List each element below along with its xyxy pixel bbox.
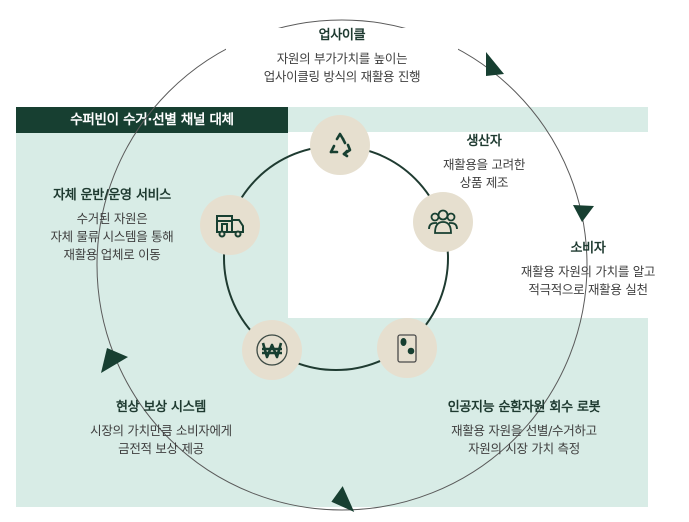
node-producer-icon-bg (413, 192, 473, 252)
node-title: 인공지능 순환자원 회수 로봇 (447, 400, 601, 415)
node-title: 현상 보상 시스템 (115, 400, 207, 415)
recycle-icon (329, 132, 352, 158)
phone-icon (397, 334, 417, 363)
people-icon (428, 209, 458, 234)
node-title: 생산자 (466, 134, 502, 149)
truck-icon (216, 215, 244, 238)
node-ai-robot-icon-bg (377, 318, 437, 378)
outer-cycle-circle (96, 19, 588, 511)
arrow-top-right (486, 52, 504, 76)
arrow-bottom (331, 486, 355, 512)
node-transport-icon-bg (200, 195, 260, 255)
node-upcycle-icon-bg (310, 115, 370, 175)
node-title: 자체 운반/운영 서비스 (53, 188, 171, 203)
channel-header: 수퍼빈이 수거·선별 채널 대체 (16, 107, 288, 133)
arrow-right (573, 205, 594, 222)
node-reward-icon-bg (242, 320, 302, 380)
node-title: 소비자 (570, 241, 606, 256)
arrow-left (101, 348, 128, 373)
mask (226, 28, 458, 80)
won-icon (256, 334, 288, 366)
node-title: 업사이클 (318, 28, 366, 43)
